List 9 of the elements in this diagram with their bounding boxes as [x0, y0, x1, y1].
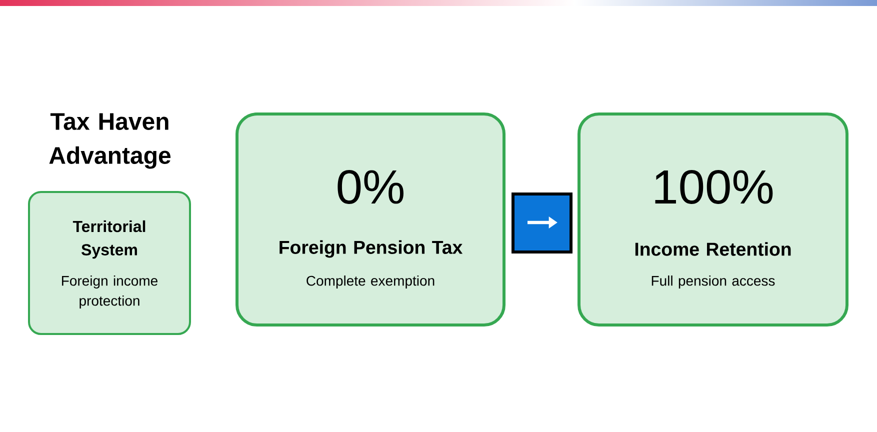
card-description: Full pension access	[652, 275, 775, 289]
card-heading: Foreign Pension Tax	[280, 240, 463, 258]
title: Tax Haven Advantage	[49, 113, 171, 169]
card-heading: Territorial System	[72, 220, 146, 259]
card-description: Complete exemption	[306, 275, 434, 289]
card-heading: Income Retention	[635, 242, 791, 256]
card-description: Foreign income protection	[62, 275, 158, 309]
percentage-value: 100%	[655, 170, 773, 204]
percentage-value: 0%	[338, 170, 404, 204]
